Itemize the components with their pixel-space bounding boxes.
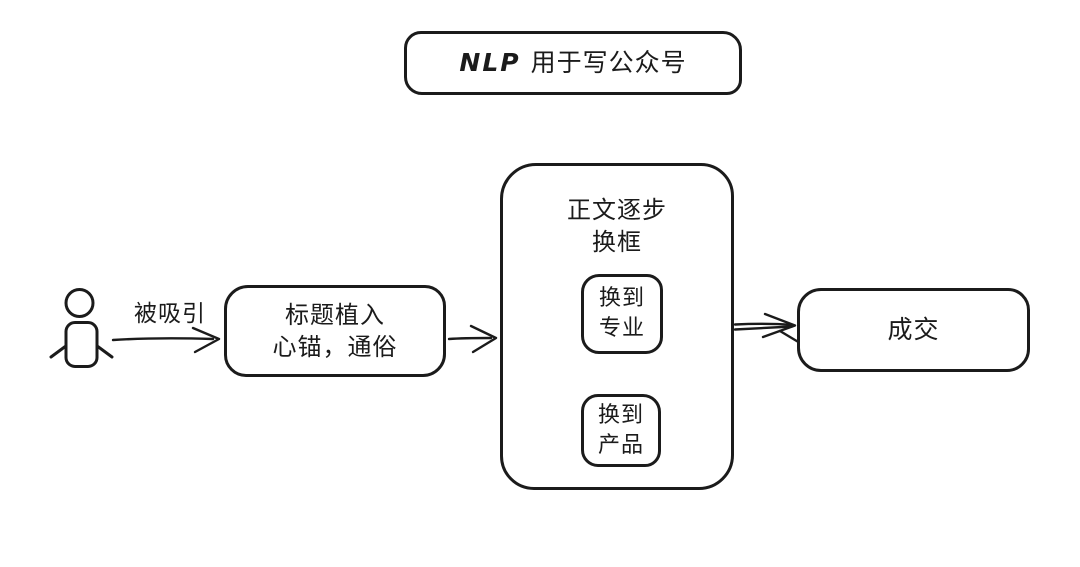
headline-line2: 心锚，通俗 <box>272 333 398 361</box>
body-line2: 换框 <box>592 228 642 257</box>
person-icon[interactable] <box>49 288 114 368</box>
title-node[interactable]: NLP 用于写公众号 <box>404 31 742 95</box>
edge-attract-arrow[interactable] <box>111 326 221 354</box>
professional-line1: 换到 <box>598 286 645 312</box>
edge-attract-label: 被吸引 <box>134 301 206 327</box>
title-suffix: 用于写公众号 <box>530 48 687 78</box>
headline-line1: 标题植入 <box>285 300 385 329</box>
product-node[interactable]: 换到 产品 <box>581 394 661 467</box>
edge-headline-to-body-arrow[interactable] <box>447 324 498 354</box>
title-prefix: NLP <box>459 48 521 78</box>
product-line1: 换到 <box>597 402 644 428</box>
product-line2: 产品 <box>597 432 644 458</box>
professional-line2: 专业 <box>598 316 645 341</box>
professional-node[interactable]: 换到 专业 <box>581 274 663 354</box>
headline-node[interactable]: 标题植入 心锚，通俗 <box>224 285 446 377</box>
edge-body-to-deal-arrow[interactable] <box>733 312 802 345</box>
deal-node[interactable]: 成交 <box>797 288 1030 372</box>
body-line1: 正文逐步 <box>567 196 667 224</box>
deal-label: 成交 <box>887 315 940 345</box>
